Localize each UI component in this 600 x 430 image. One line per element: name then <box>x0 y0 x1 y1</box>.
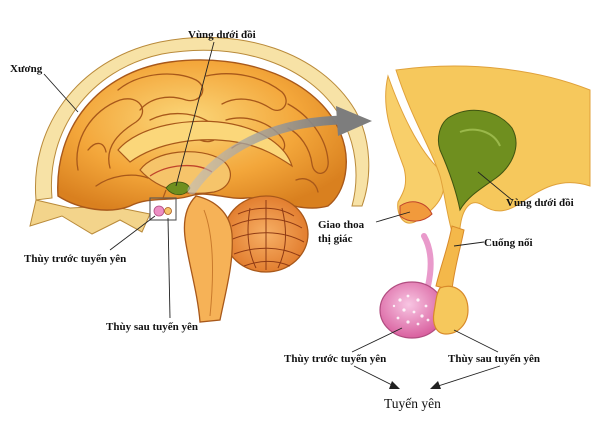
label-posterior-left: Thùy sau tuyến yên <box>106 321 198 333</box>
label-stalk: Cuống nối <box>484 237 533 249</box>
skull-bone <box>34 36 370 207</box>
label-posterior-right: Thùy sau tuyến yên <box>448 353 540 365</box>
brainstem <box>183 195 233 323</box>
cerebellum <box>223 195 309 273</box>
infundibulum-stalk <box>435 225 465 291</box>
leader-lines <box>43 41 513 389</box>
posterior-lobe-right <box>432 285 469 335</box>
label-optic-chiasm-line2: thị giác <box>318 233 353 245</box>
label-anterior-left: Thùy trước tuyến yên <box>24 253 126 265</box>
magnified-tissue <box>385 74 445 224</box>
label-hypothalamus-top: Vùng dưới đồi <box>188 29 256 41</box>
label-bone: Xương <box>10 63 43 75</box>
hypothalamus-right <box>437 109 517 212</box>
optic-chiasm <box>399 201 433 222</box>
label-pituitary: Tuyến yên <box>384 396 441 411</box>
pituitary-magnified <box>379 65 591 339</box>
corpus-callosum <box>117 120 294 168</box>
label-optic-chiasm-line1: Giao thoa <box>318 219 365 231</box>
label-anterior-right: Thùy trước tuyến yên <box>284 353 386 365</box>
label-hypothalamus-right: Vùng dưới đồi <box>506 197 574 209</box>
zoom-arrow <box>187 106 372 195</box>
